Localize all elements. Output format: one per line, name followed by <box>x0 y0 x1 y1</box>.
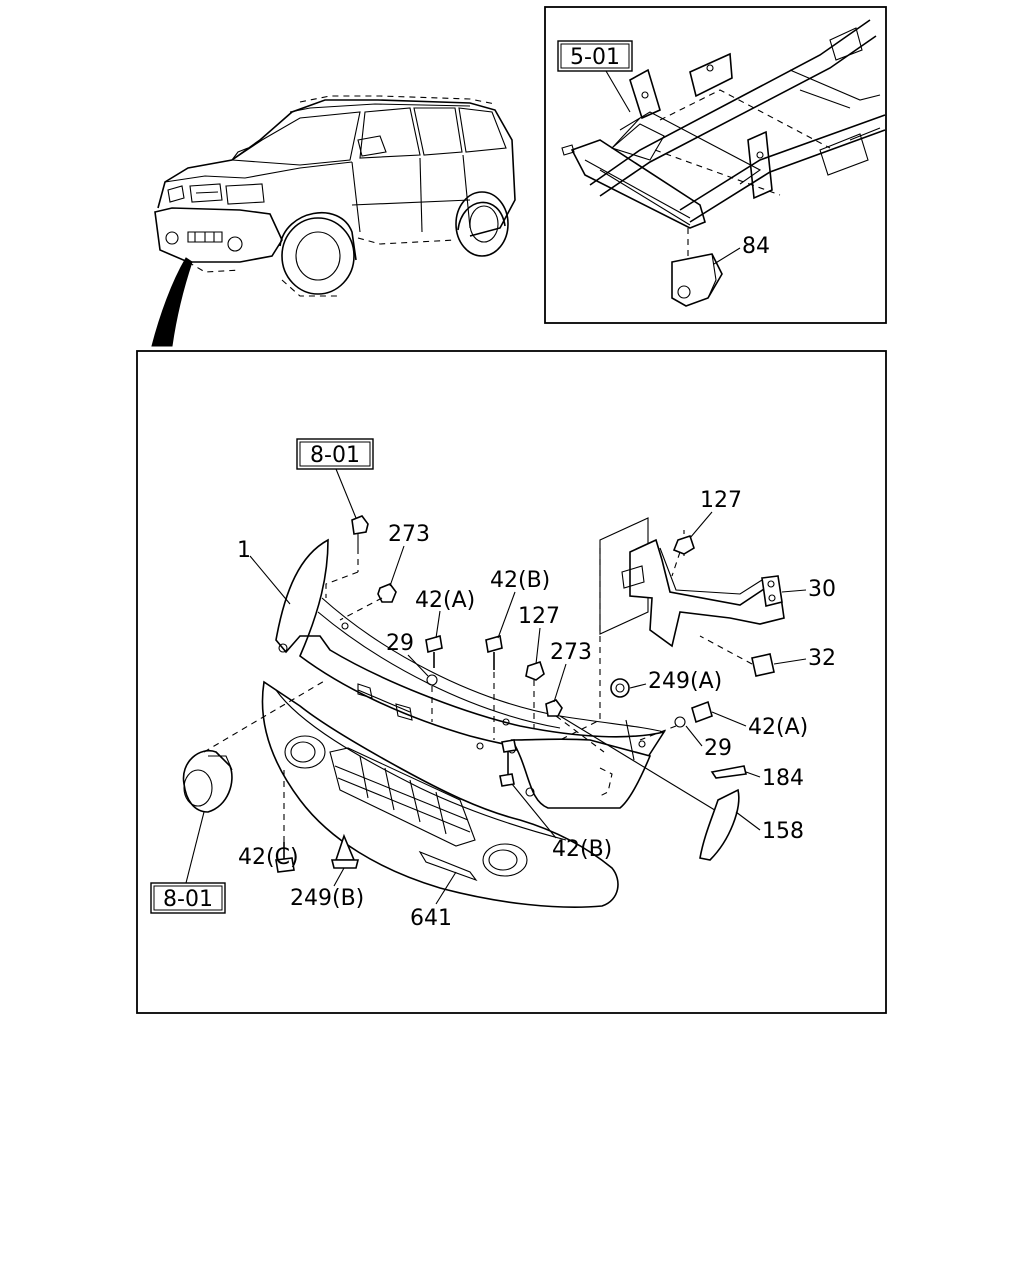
ref-8-01-top: 8-01 <box>310 443 360 468</box>
label-42C: 42(C) <box>238 845 299 870</box>
callouts: 1 273 42(A) 42(B) 127 127 30 29 273 32 2… <box>237 488 836 931</box>
leader-84 <box>713 247 741 265</box>
label-42B-a: 42(B) <box>490 568 550 593</box>
label-127-b: 127 <box>700 488 742 513</box>
pointer-arrow <box>151 257 193 347</box>
label-84: 84 <box>742 234 770 259</box>
main-parts-box <box>136 350 887 1014</box>
label-1: 1 <box>237 538 251 563</box>
side-bracket-plate <box>510 719 652 809</box>
label-42A-b: 42(A) <box>748 715 808 740</box>
label-273-a: 273 <box>388 522 430 547</box>
label-42B-b: 42(B) <box>552 837 612 862</box>
leader-8-01-bottom <box>185 811 205 884</box>
frame-illustration <box>561 19 886 307</box>
frame-inset-box <box>544 6 887 324</box>
label-641: 641 <box>410 906 452 931</box>
label-158: 158 <box>762 819 804 844</box>
fasteners <box>275 515 775 873</box>
support-bracket <box>559 517 785 741</box>
label-29-a: 29 <box>386 631 414 656</box>
ref-box-5-01 <box>557 40 633 72</box>
fog-lamp <box>182 679 327 813</box>
label-127-a: 127 <box>518 604 560 629</box>
leader-8-01-top <box>335 468 357 519</box>
leader-5-01 <box>605 70 631 113</box>
label-184: 184 <box>762 766 804 791</box>
corner-pieces <box>699 765 747 861</box>
label-30: 30 <box>808 577 836 602</box>
label-32: 32 <box>808 646 836 671</box>
bumper-reinforcement <box>275 538 666 761</box>
ref-5-01: 5-01 <box>570 45 620 70</box>
label-29-b: 29 <box>704 736 732 761</box>
ref-8-01-bottom: 8-01 <box>163 887 213 912</box>
label-249B: 249(B) <box>290 886 364 911</box>
label-249A: 249(A) <box>648 669 722 694</box>
bumper-fascia <box>261 680 619 908</box>
label-273-b: 273 <box>550 640 592 665</box>
vehicle-illustration <box>154 95 516 297</box>
ref-box-8-01-top <box>296 438 374 470</box>
label-42A-a: 42(A) <box>415 588 475 613</box>
ref-box-8-01-bottom <box>150 882 226 914</box>
